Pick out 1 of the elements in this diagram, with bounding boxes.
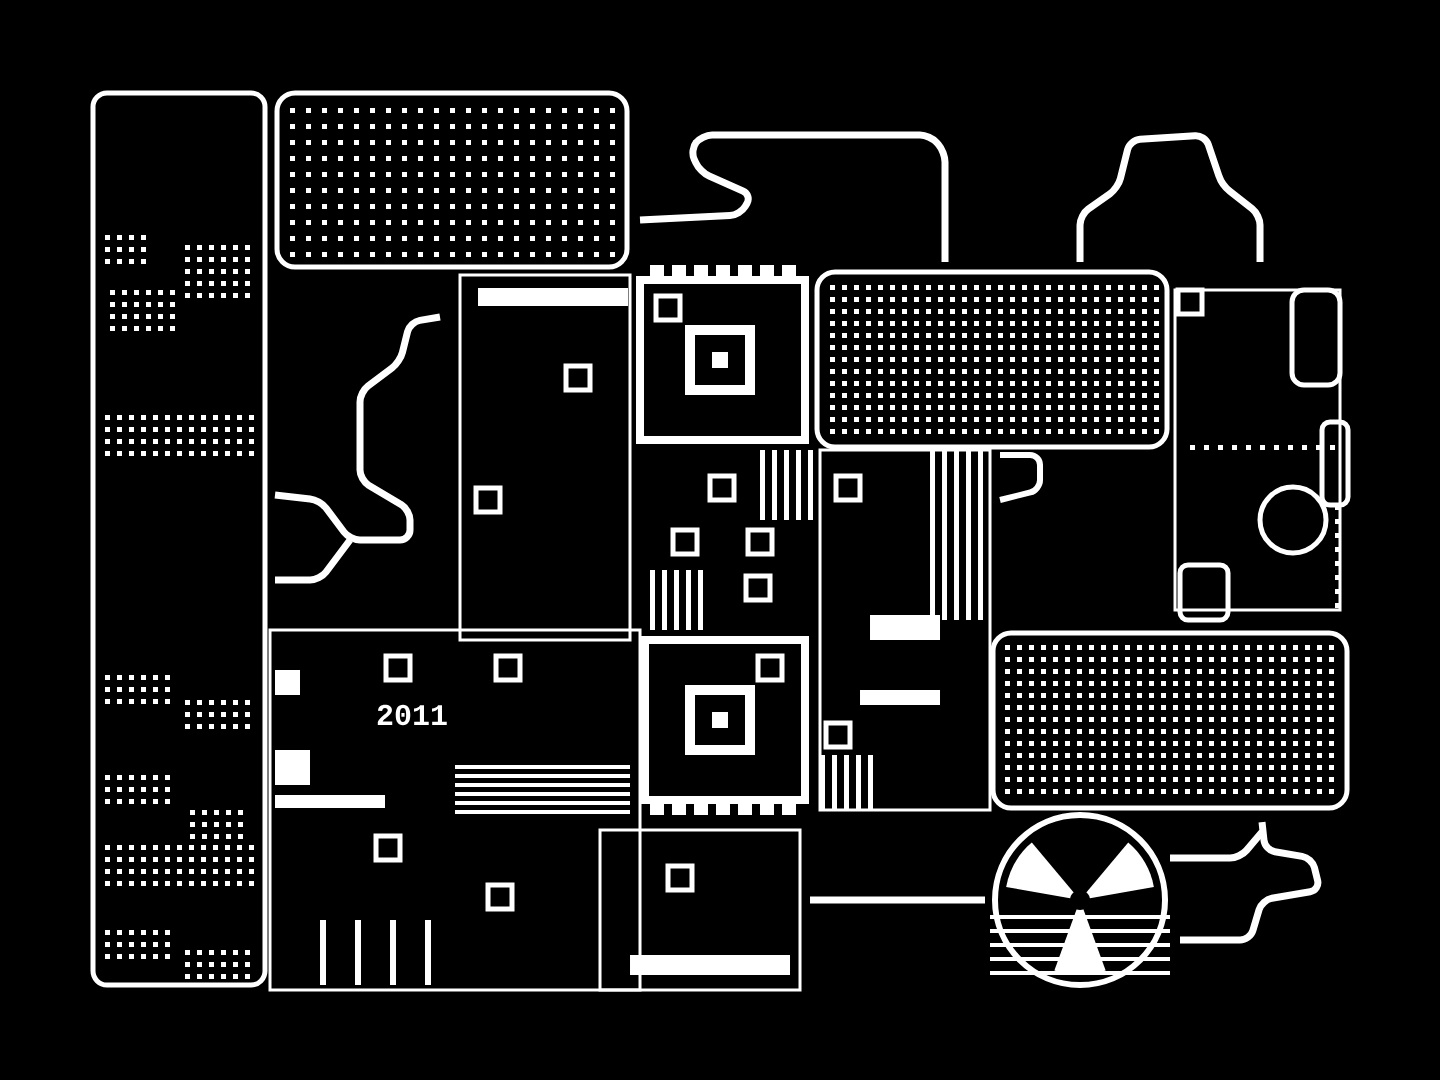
year-label: 2011: [377, 704, 447, 726]
